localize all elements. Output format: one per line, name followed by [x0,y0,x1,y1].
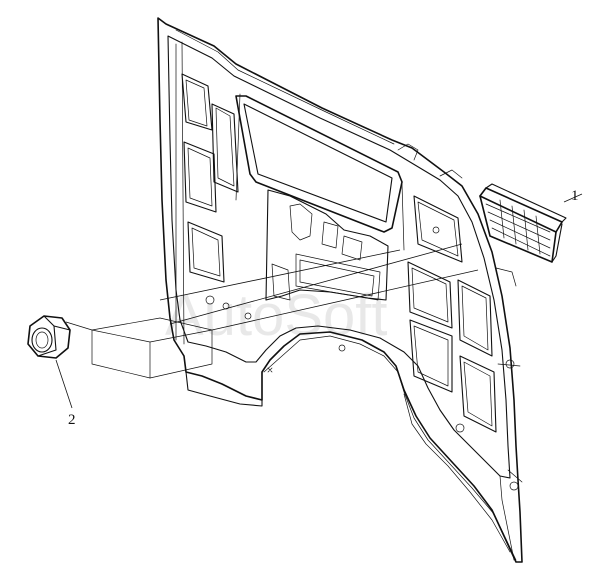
projection-lines [65,243,479,331]
hex-nut [27,315,71,359]
rear-window-vent-grille [479,183,567,263]
cab-rear-wall-panel [157,17,523,563]
callout-1: 1 [563,188,583,204]
callout-2-leader [55,359,73,409]
callout-2-label: 2 [68,412,76,428]
callout-2: 2 [55,359,76,428]
callout-1-label: 1 [571,188,579,204]
callout-1-leader [563,193,583,203]
